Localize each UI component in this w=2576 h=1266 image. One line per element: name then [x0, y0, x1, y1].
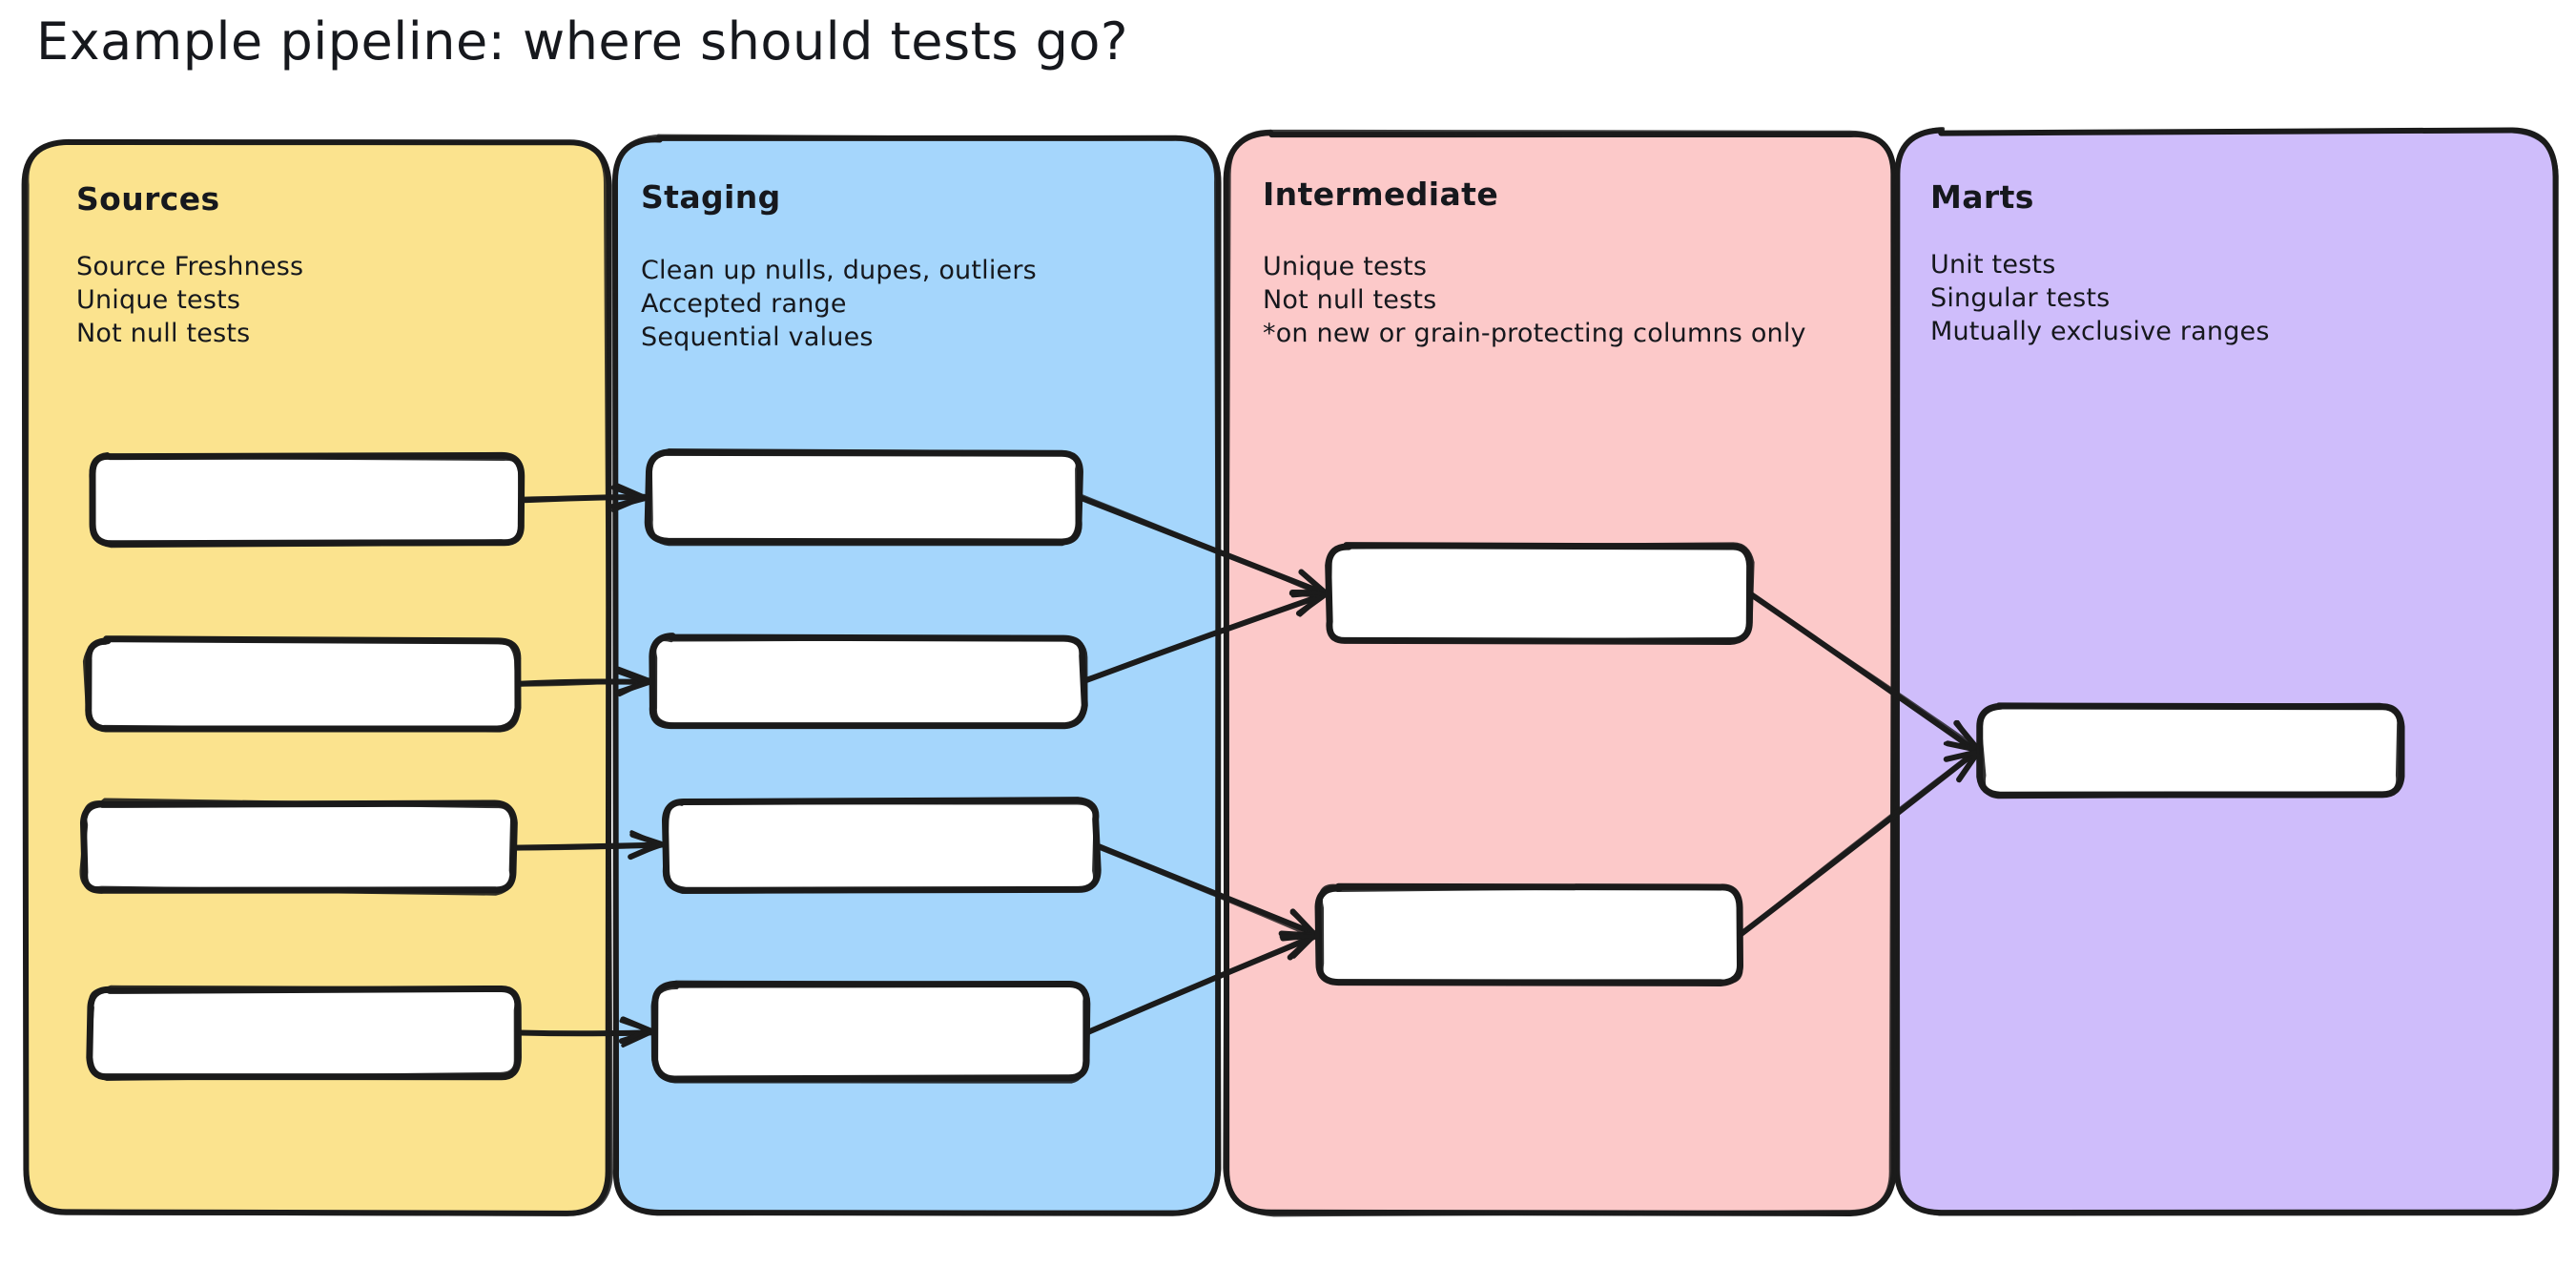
edge-line	[1079, 493, 1326, 598]
edge-line	[1082, 933, 1315, 1034]
lane-outline-sketch	[613, 134, 1222, 1216]
edge-line	[1746, 591, 1980, 751]
node-shape	[86, 985, 522, 1081]
page-title: Example pipeline: where should tests go?	[36, 11, 1129, 72]
node-outline-sketch	[647, 448, 1081, 547]
node-shape	[85, 635, 522, 733]
node-staging-3[interactable]	[661, 797, 1102, 895]
node-outline-sketch	[79, 798, 515, 896]
edge-line	[1081, 592, 1327, 682]
edges-layer	[510, 482, 1982, 1048]
node-outline-sketch	[86, 985, 519, 1081]
node-shape	[649, 633, 1088, 730]
node-shape	[89, 451, 526, 548]
node-shape	[79, 799, 518, 894]
lane-title-intermediate: Intermediate	[1263, 176, 1499, 213]
node-staging-1[interactable]	[644, 448, 1083, 547]
node-outline-sketch	[651, 635, 1088, 730]
arrow-head	[1279, 934, 1317, 959]
node-outline-sketch	[1327, 542, 1755, 644]
node-shape	[661, 797, 1102, 894]
lane-outline-sketch	[1223, 129, 1897, 1217]
edge-source-2-to-staging-2	[513, 666, 652, 697]
nodes-layer	[79, 448, 2405, 1084]
lane-note: Not null tests	[1263, 285, 1437, 315]
node-outline-sketch	[89, 452, 524, 549]
arrow-head	[629, 830, 664, 859]
node-shape	[651, 980, 1091, 1083]
node-outline-sketch	[1318, 883, 1743, 985]
edge-staging-2-to-intermediate-1	[1081, 590, 1329, 684]
lane-note: Sequential values	[641, 322, 874, 352]
edge-line	[1093, 844, 1316, 939]
node-source-2[interactable]	[82, 635, 522, 733]
edge-source-1-to-staging-1	[516, 482, 649, 513]
node-shape	[1976, 702, 2405, 799]
lane-outline-sketch	[23, 139, 613, 1216]
edge-line	[515, 1031, 653, 1036]
lane-note: Source Freshness	[76, 252, 304, 281]
lane-title-sources: Sources	[76, 180, 220, 218]
edge-staging-4-to-intermediate-2	[1082, 932, 1319, 1035]
lane-note: *on new or grain-protecting columns only	[1263, 319, 1806, 348]
node-staging-2[interactable]	[649, 633, 1088, 730]
node-source-3[interactable]	[79, 798, 518, 896]
node-mart-1[interactable]	[1976, 702, 2405, 799]
node-outline-sketch	[650, 980, 1088, 1084]
lane-marts	[1893, 127, 2560, 1216]
edge-line	[516, 495, 647, 502]
lane-note: Accepted range	[641, 289, 847, 319]
node-intermediate-1[interactable]	[1325, 542, 1755, 646]
lane-outline-sketch	[1895, 127, 2559, 1216]
lane-note: Mutually exclusive ranges	[1930, 317, 2270, 346]
node-shape	[1325, 542, 1754, 646]
lane-note: Unit tests	[1930, 250, 2056, 280]
node-staging-4[interactable]	[650, 980, 1091, 1084]
node-intermediate-2[interactable]	[1314, 882, 1744, 986]
lane-note: Unique tests	[1263, 252, 1428, 281]
node-outline-sketch	[1977, 702, 2401, 799]
node-source-4[interactable]	[86, 985, 522, 1081]
edge-source-3-to-staging-3	[510, 830, 666, 861]
edge-line	[1737, 747, 1980, 938]
node-outline-sketch	[662, 799, 1099, 895]
node-shape	[1314, 882, 1744, 986]
edge-line	[515, 677, 652, 687]
lane-note: Not null tests	[76, 319, 251, 348]
lane-title-staging: Staging	[641, 178, 781, 216]
lane-title-marts: Marts	[1930, 178, 2034, 216]
arrow-head	[1289, 590, 1327, 617]
lane-note: Clean up nulls, dupes, outliers	[641, 256, 1037, 285]
lane-note: Singular tests	[1930, 283, 2111, 313]
node-source-1[interactable]	[89, 451, 526, 549]
node-outline-sketch	[82, 636, 521, 733]
node-shape	[644, 448, 1083, 546]
arrow-head	[611, 482, 648, 513]
edge-line	[510, 844, 666, 851]
lane-note: Unique tests	[76, 285, 241, 315]
